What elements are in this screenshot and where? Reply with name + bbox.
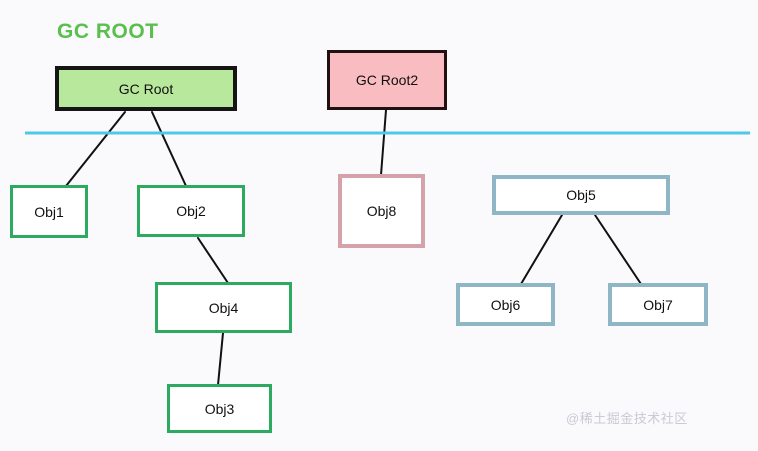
node-label-obj2: Obj2 xyxy=(176,203,206,219)
node-label-obj8: Obj8 xyxy=(366,203,397,219)
edge-gc-root-to-obj1 xyxy=(65,111,126,187)
node-label-obj1: Obj1 xyxy=(34,203,64,220)
node-label-gc-root: GC Root xyxy=(118,80,174,97)
node-obj5[interactable]: Obj5 xyxy=(492,175,670,215)
node-label-obj3: Obj3 xyxy=(204,400,235,417)
edge-obj5-to-obj6 xyxy=(520,214,563,285)
diagram-title: GC ROOT xyxy=(57,20,159,43)
edge-obj2-to-obj4 xyxy=(197,237,229,284)
edge-gc-root2-to-obj8 xyxy=(380,109,387,176)
node-label-obj6: Obj6 xyxy=(490,296,521,313)
node-obj6[interactable]: Obj6 xyxy=(456,283,555,326)
edge-gc-root-to-obj2 xyxy=(151,111,187,187)
node-obj3[interactable]: Obj3 xyxy=(167,384,272,433)
node-label-obj4: Obj4 xyxy=(208,299,239,316)
watermark: @稀土掘金技术社区 xyxy=(566,411,688,426)
node-obj7[interactable]: Obj7 xyxy=(608,283,708,326)
node-label-gc-root2: GC Root2 xyxy=(355,72,419,88)
edge-obj4-to-obj3 xyxy=(217,332,224,386)
node-obj8[interactable]: Obj8 xyxy=(338,174,425,248)
node-gc-root[interactable]: GC Root xyxy=(55,66,237,111)
node-label-obj5: Obj5 xyxy=(566,187,596,203)
node-obj1[interactable]: Obj1 xyxy=(10,185,88,238)
edge-obj5-to-obj7 xyxy=(594,214,642,285)
node-obj4[interactable]: Obj4 xyxy=(155,282,292,333)
node-label-obj7: Obj7 xyxy=(643,296,673,313)
node-gc-root2[interactable]: GC Root2 xyxy=(327,50,447,110)
node-obj2[interactable]: Obj2 xyxy=(137,185,245,237)
